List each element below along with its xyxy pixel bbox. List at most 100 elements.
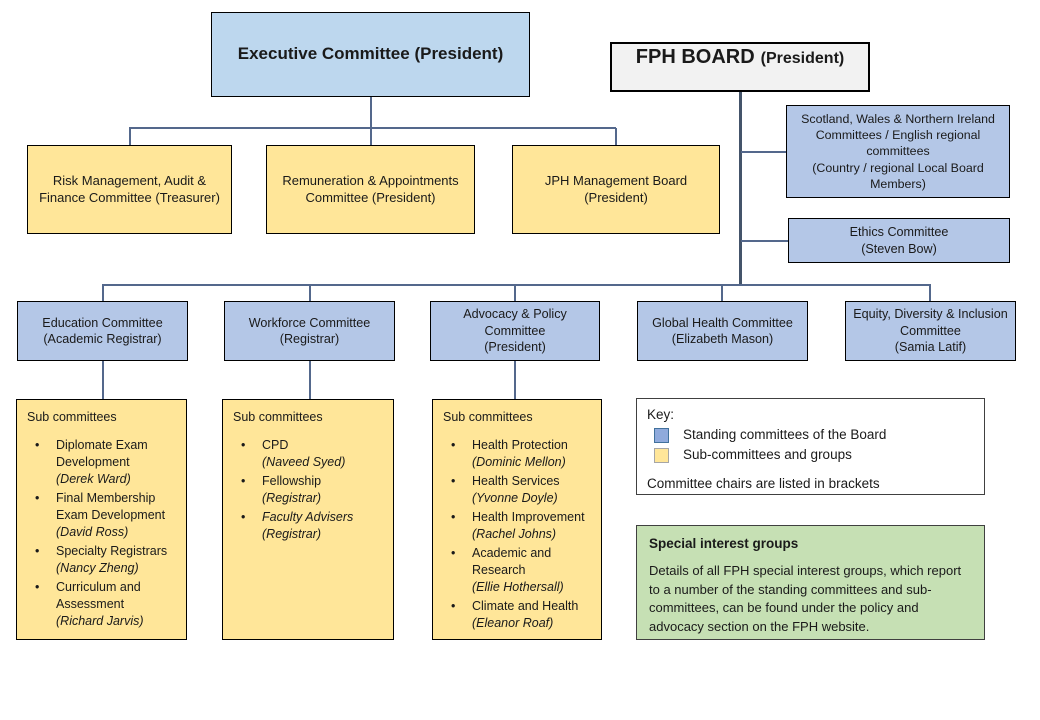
subcommittee-name: Fellowship <box>262 474 322 488</box>
special-interest-body: Details of all FPH special interest grou… <box>649 563 962 634</box>
list-item: Faculty Advisers (Registrar) <box>241 509 353 543</box>
subcommittee-name: Climate and Health <box>472 599 579 613</box>
box-education-committee: Education Committee (Academic Registrar) <box>17 301 188 361</box>
connector-main-bus <box>102 284 931 286</box>
connector-exec-bus <box>129 127 616 129</box>
list-item: Health Protection (Dominic Mellon) <box>451 437 595 471</box>
equity-committee-chair: (Samia Latif) <box>894 340 967 355</box>
box-workforce-subcommittees: Sub committees CPD (Naveed Syed) Fellows… <box>222 399 394 640</box>
subcommittees-title: Sub committees <box>443 410 533 424</box>
box-ethics-committee: Ethics Committee (Steven Bow) <box>788 218 1010 263</box>
subcommittee-name: Health Improvement <box>472 510 585 524</box>
key-note: Committee chairs are listed in brackets <box>647 475 880 491</box>
list-item: Curriculum and Assessment (Richard Jarvi… <box>35 579 180 630</box>
subcommittee-name: Curriculum and Assessment <box>56 580 141 611</box>
regional-committees-chair: (Country / regional Local Board Members) <box>812 160 984 192</box>
advocacy-committee-chair: (President) <box>484 340 546 355</box>
box-advocacy-policy-committee: Advocacy & Policy Committee (President) <box>430 301 600 361</box>
subcommittee-name: Final Membership Exam Development <box>56 491 166 522</box>
list-item: Climate and Health (Eleanor Roaf) <box>451 598 595 632</box>
workforce-committee-chair: (Registrar) <box>279 332 340 346</box>
jph-board-chair: (President) <box>584 189 648 205</box>
regional-committees-label: Scotland, Wales & Northern Ireland Commi… <box>801 111 995 159</box>
box-remuneration-committee: Remuneration & Appointments Committee (P… <box>266 145 475 234</box>
subcommittee-name: Health Protection <box>472 438 568 452</box>
list-item: Health Services (Yvonne Doyle) <box>451 473 595 507</box>
subcommittee-chair: (Registrar) <box>262 527 322 541</box>
key-title: Key: <box>647 407 675 422</box>
fph-board-chair: (President) <box>760 50 845 67</box>
subcommittee-chair: (Derek Ward) <box>56 472 131 486</box>
education-committee-chair: (Academic Registrar) <box>43 332 162 346</box>
box-advocacy-subcommittees: Sub committees Health Protection (Domini… <box>432 399 602 640</box>
connector-exec-drop <box>370 97 372 128</box>
box-executive-committee: Executive Committee (President) <box>211 12 530 97</box>
global-health-committee-label: Global Health Committee <box>652 315 793 330</box>
subcommittee-name: Specialty Registrars <box>56 544 168 558</box>
connector-drop-global-health <box>721 285 723 301</box>
standing-committee-swatch-icon <box>654 427 669 443</box>
subcommittee-chair: (Yvonne Doyle) <box>472 491 558 505</box>
connector-branch-ethics <box>741 240 788 242</box>
list-item: Specialty Registrars (Nancy Zheng) <box>35 543 180 577</box>
subcommittee-chair: (Ellie Hothersall) <box>472 580 564 594</box>
list-item: Fellowship (Registrar) <box>241 473 353 507</box>
key-subcommittees-label: Sub-committees and groups <box>683 447 852 463</box>
subcommittee-name: CPD <box>262 438 289 452</box>
connector-drop-jph <box>615 128 617 145</box>
box-global-health-committee: Global Health Committee (Elizabeth Mason… <box>637 301 808 361</box>
subcommittees-title: Sub committees <box>233 410 323 424</box>
advocacy-committee-label: Advocacy & Policy Committee <box>463 307 567 338</box>
subcommittee-chair: (Rachel Johns) <box>472 527 557 541</box>
key-row-standing: Standing committees of the Board <box>647 426 886 444</box>
education-subcommittee-list: Diplomate Exam Development (Derek Ward) … <box>27 437 180 632</box>
special-interest-groups-box: Special interest groups Details of all F… <box>636 525 985 640</box>
risk-committee-label: Risk Management, Audit & Finance Committ… <box>39 172 220 205</box>
connector-drop-equity <box>929 285 931 301</box>
box-education-subcommittees: Sub committees Diplomate Exam Developmen… <box>16 399 187 640</box>
jph-board-label: JPH Management Board <box>544 172 688 188</box>
workforce-subcommittee-list: CPD (Naveed Syed) Fellowship (Registrar)… <box>233 437 353 545</box>
subcommittee-swatch-icon <box>654 448 669 464</box>
advocacy-subcommittee-list: Health Protection (Dominic Mellon) Healt… <box>443 437 595 634</box>
box-regional-committees: Scotland, Wales & Northern Ireland Commi… <box>786 105 1010 198</box>
legend-key-box: Key: Standing committees of the Board Su… <box>636 398 985 495</box>
subcommittee-chair: (Dominic Mellon) <box>472 455 566 469</box>
education-committee-label: Education Committee <box>42 315 163 330</box>
subcommittee-chair: (Naveed Syed) <box>262 455 346 469</box>
connector-drop-education <box>102 285 104 301</box>
connector-drop-remuneration <box>370 128 372 145</box>
subcommittee-chair: (Nancy Zheng) <box>56 561 139 575</box>
global-health-committee-chair: (Elizabeth Mason) <box>671 332 774 346</box>
equity-committee-label: Equity, Diversity & Inclusion Committee <box>853 307 1008 338</box>
list-item: Health Improvement (Rachel Johns) <box>451 509 595 543</box>
subcommittee-name: Academic and Research <box>472 546 552 577</box>
ethics-committee-label: Ethics Committee <box>849 225 949 240</box>
connector-branch-regional <box>741 151 786 153</box>
ethics-committee-chair: (Steven Bow) <box>861 241 937 256</box>
list-item: CPD (Naveed Syed) <box>241 437 353 471</box>
subcommittee-name: Faculty Advisers <box>262 510 354 524</box>
box-jph-management-board: JPH Management Board (President) <box>512 145 720 234</box>
special-interest-title: Special interest groups <box>649 536 799 551</box>
connector-board-vertical <box>739 92 742 285</box>
key-standing-label: Standing committees of the Board <box>683 427 887 443</box>
box-risk-management-committee: Risk Management, Audit & Finance Committ… <box>27 145 232 234</box>
box-equity-diversity-inclusion-committee: Equity, Diversity & Inclusion Committee … <box>845 301 1016 361</box>
connector-sub-education <box>102 361 104 399</box>
subcommittee-name: Health Services <box>472 474 560 488</box>
subcommittee-chair: (Registrar) <box>262 491 322 505</box>
connector-drop-workforce <box>309 285 311 301</box>
list-item: Final Membership Exam Development (David… <box>35 490 180 541</box>
connector-sub-workforce <box>309 361 311 399</box>
box-workforce-committee: Workforce Committee (Registrar) <box>224 301 395 361</box>
executive-committee-label: Executive Committee (President) <box>237 44 504 64</box>
subcommittee-chair: (David Ross) <box>56 525 129 539</box>
key-row-subcommittees: Sub-committees and groups <box>647 446 852 464</box>
list-item: Diplomate Exam Development (Derek Ward) <box>35 437 180 488</box>
subcommittee-chair: (Richard Jarvis) <box>56 614 144 628</box>
fph-board-label: FPH BOARD <box>635 46 755 68</box>
subcommittee-chair: (Eleanor Roaf) <box>472 616 554 630</box>
box-fph-board: FPH BOARD (President) <box>610 42 870 92</box>
subcommittee-name: Diplomate Exam Development <box>56 438 148 469</box>
